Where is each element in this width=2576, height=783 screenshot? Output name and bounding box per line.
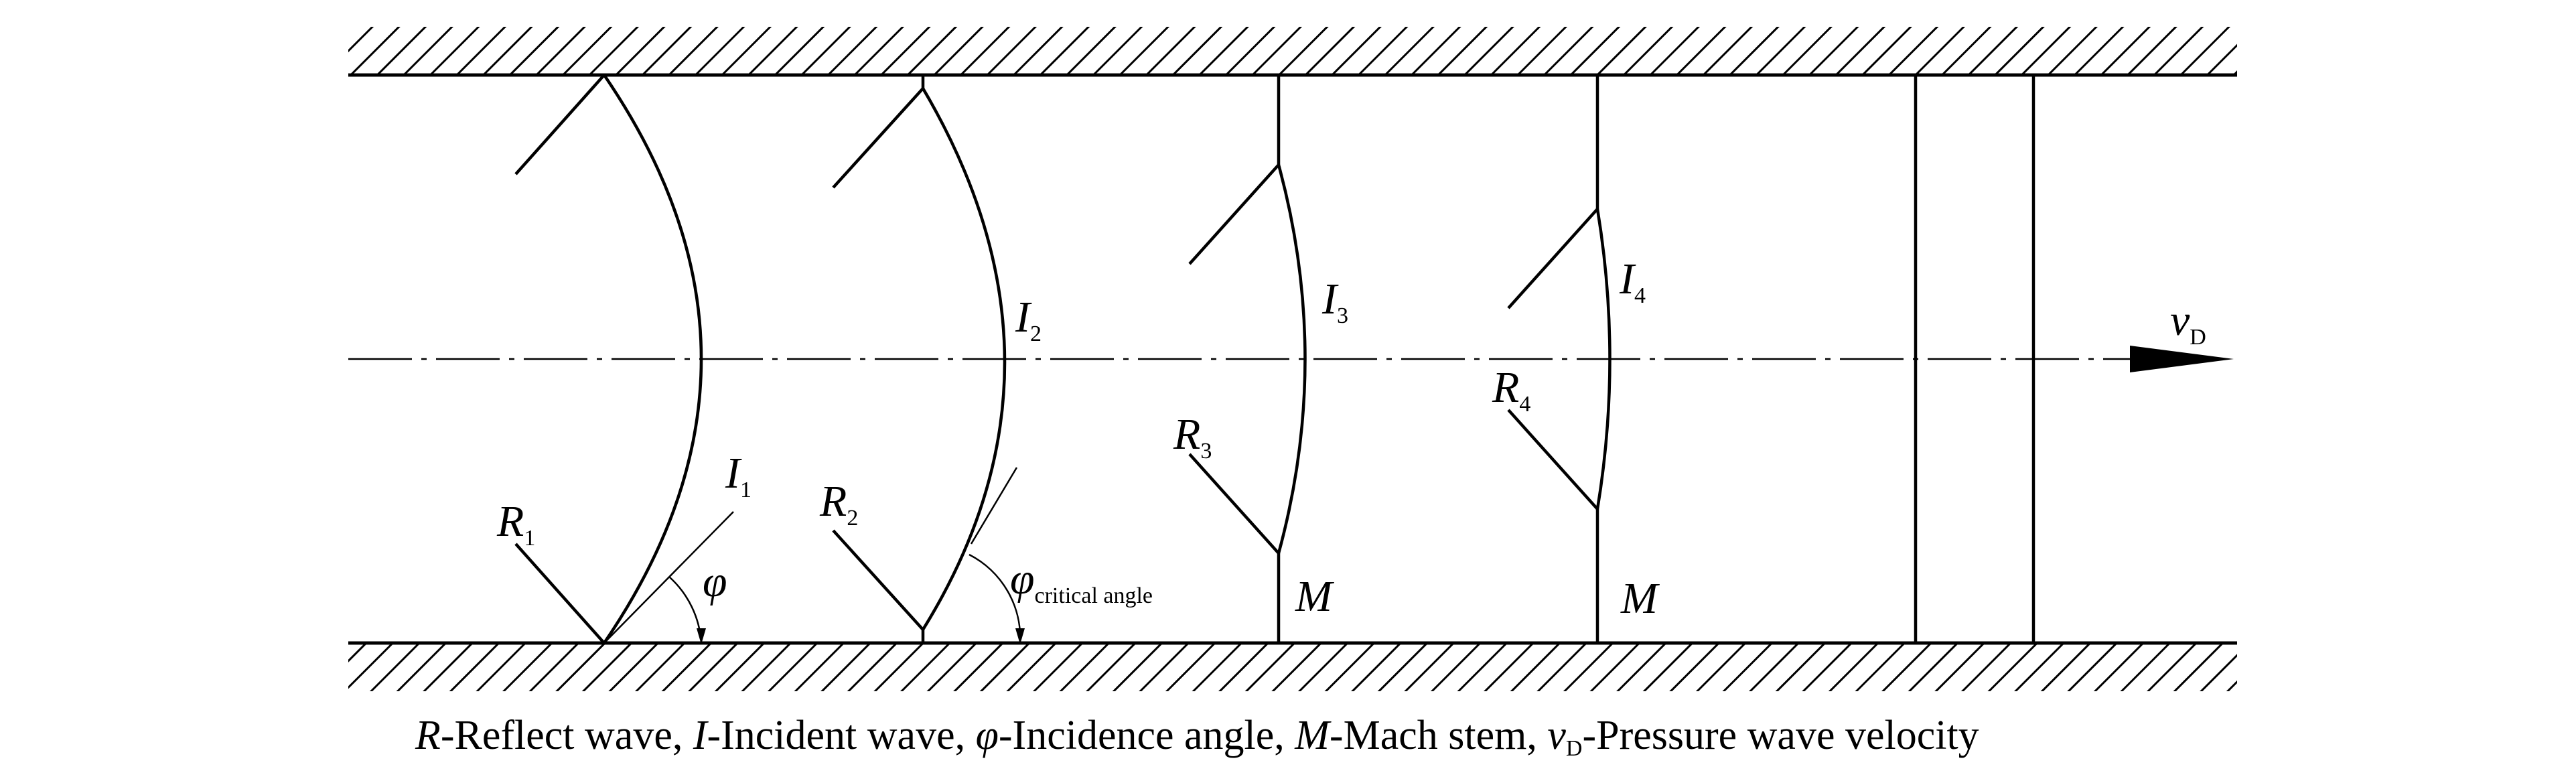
caption: R-Reflect wave, I-Incident wave, φ-Incid… <box>415 713 1979 761</box>
tangent-line-2 <box>970 467 1018 545</box>
bottom-wall <box>348 641 2237 691</box>
label-i3: I3 <box>1321 275 1348 328</box>
wave-3 <box>1188 75 1307 643</box>
wave-1 <box>514 74 734 644</box>
wave-4 <box>1507 75 1612 643</box>
incident-wave-1 <box>603 74 703 644</box>
angle-arrowhead-1 <box>697 628 706 644</box>
label-i2: I2 <box>1015 293 1042 346</box>
label-r2: R2 <box>819 477 858 530</box>
label-m4: M <box>1620 574 1660 623</box>
label-velocity: vD <box>2170 296 2206 350</box>
label-i1: I1 <box>725 449 752 502</box>
velocity-arrowhead <box>2130 346 2234 372</box>
angle-arrowhead-2 <box>1015 628 1025 644</box>
label-m3: M <box>1295 572 1335 621</box>
label-phi-critical: φcritical angle <box>1010 555 1153 608</box>
label-i4: I4 <box>1619 255 1646 308</box>
tangent-line-1 <box>603 511 734 644</box>
reflected-wave-1-bottom <box>514 543 605 644</box>
reflected-wave-1-top <box>514 74 605 175</box>
label-phi: φ <box>703 557 727 606</box>
reflected-wave-4-bottom <box>1507 409 1599 510</box>
incident-wave-4 <box>1595 208 1612 510</box>
label-r1: R1 <box>496 497 535 551</box>
reflected-wave-3-top <box>1188 163 1280 265</box>
top-wall <box>348 27 2237 77</box>
reflected-wave-4-top <box>1507 208 1599 309</box>
reflected-wave-3-bottom <box>1188 453 1280 555</box>
incident-wave-2 <box>922 87 1007 631</box>
angle-arc-1 <box>669 577 703 644</box>
label-r4: R4 <box>1492 363 1530 417</box>
label-r3: R3 <box>1173 410 1212 464</box>
reflected-wave-2-bottom <box>832 529 924 631</box>
wave-2 <box>832 75 1025 644</box>
reflected-wave-2-top <box>832 87 924 189</box>
incident-wave-3 <box>1277 164 1307 554</box>
